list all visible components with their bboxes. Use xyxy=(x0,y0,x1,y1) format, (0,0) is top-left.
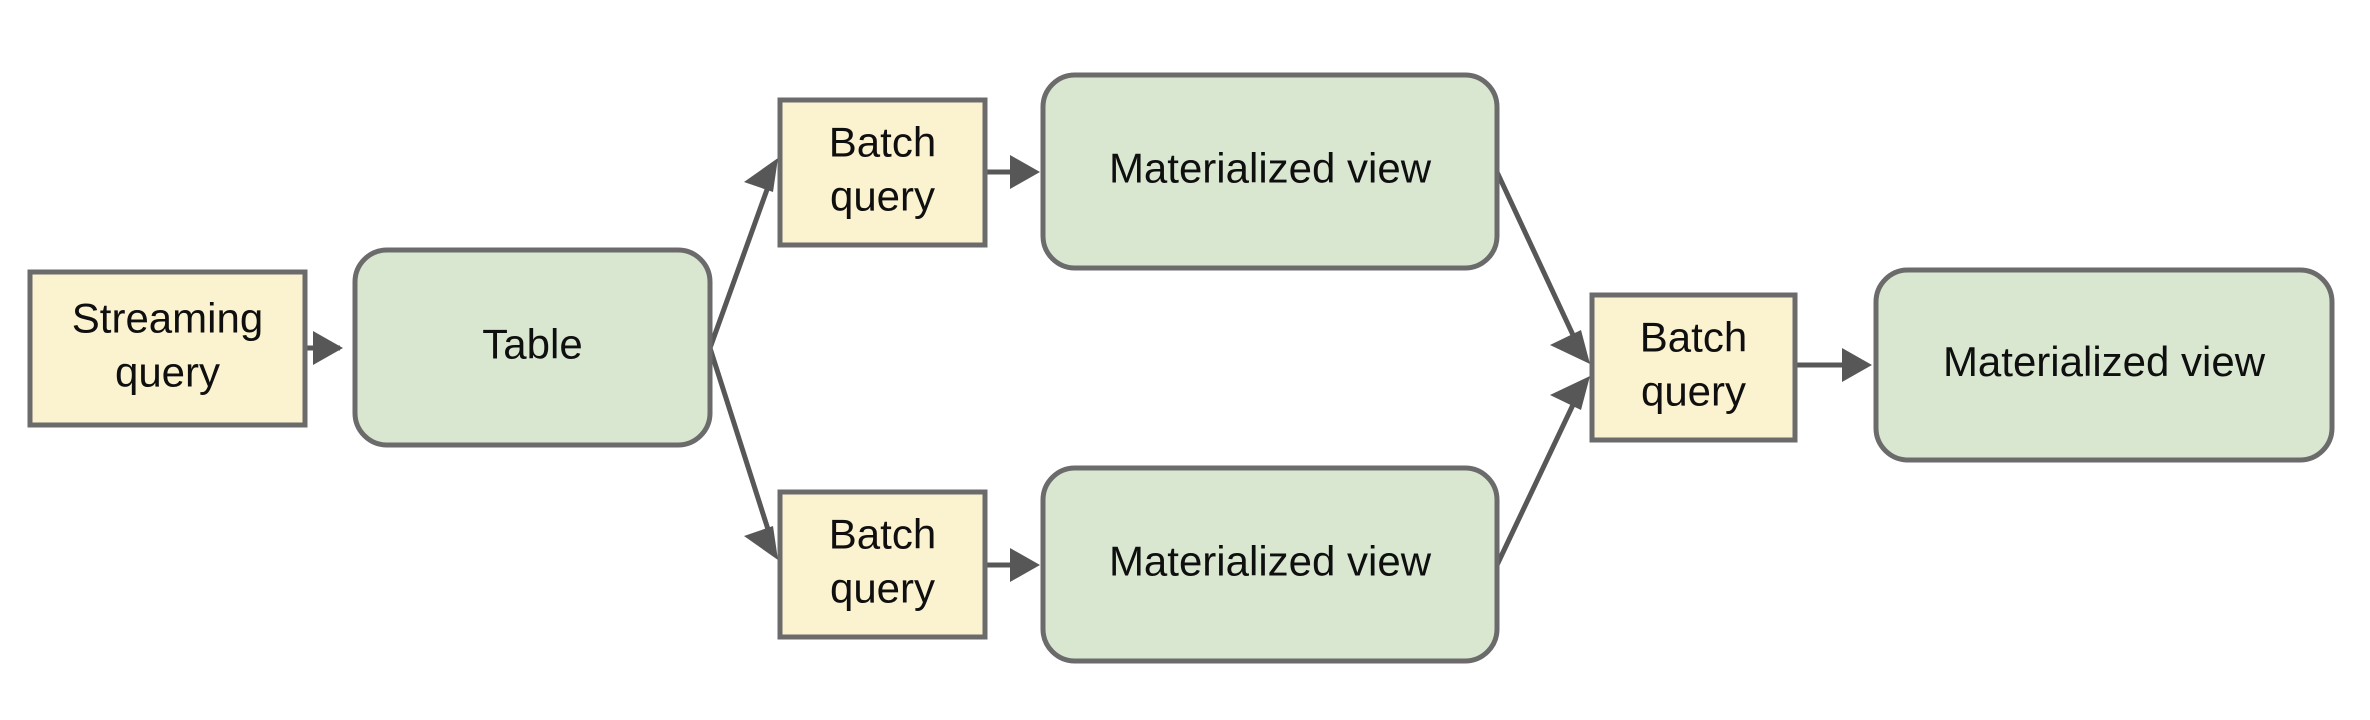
node-materialized-view-top[interactable]: Materialized view xyxy=(1040,72,1500,271)
arrowhead-icon xyxy=(1550,376,1590,410)
edge-line xyxy=(1494,388,1583,567)
node-shape[interactable] xyxy=(777,489,988,640)
edge-layer xyxy=(305,155,1872,582)
edge-view-bottom-to-batch-merge xyxy=(1494,376,1590,567)
edge-batch-merge-to-view-final xyxy=(1795,348,1872,382)
node-shape[interactable] xyxy=(1873,267,2335,463)
node-layer: StreamingqueryTableBatchqueryBatchqueryM… xyxy=(27,72,2335,664)
arrowhead-icon xyxy=(744,526,778,560)
edge-view-top-to-batch-merge xyxy=(1494,170,1590,364)
arrowhead-icon xyxy=(313,331,343,365)
node-table[interactable]: Table xyxy=(352,247,713,448)
edge-table-to-batch-top xyxy=(707,158,778,349)
arrowhead-icon xyxy=(1010,155,1040,189)
node-shape[interactable] xyxy=(1589,292,1798,443)
edge-streaming-to-table xyxy=(305,331,343,365)
edge-batch-top-to-view-top xyxy=(985,155,1040,189)
node-materialized-view-final[interactable]: Materialized view xyxy=(1873,267,2335,463)
arrowhead-icon xyxy=(744,158,778,192)
edge-line xyxy=(707,172,776,349)
node-shape[interactable] xyxy=(777,97,988,248)
node-shape[interactable] xyxy=(1040,72,1500,271)
node-materialized-view-bottom[interactable]: Materialized view xyxy=(1040,465,1500,664)
edge-line xyxy=(707,347,776,546)
edge-batch-bottom-to-view-bottom xyxy=(985,548,1040,582)
node-shape[interactable] xyxy=(27,269,308,428)
edge-line xyxy=(1494,170,1583,352)
arrowhead-icon xyxy=(1550,330,1590,364)
arrowhead-icon xyxy=(1842,348,1872,382)
edge-table-to-batch-bottom xyxy=(707,347,778,560)
arrowhead-icon xyxy=(1010,548,1040,582)
node-shape[interactable] xyxy=(1040,465,1500,664)
node-shape[interactable] xyxy=(352,247,713,448)
